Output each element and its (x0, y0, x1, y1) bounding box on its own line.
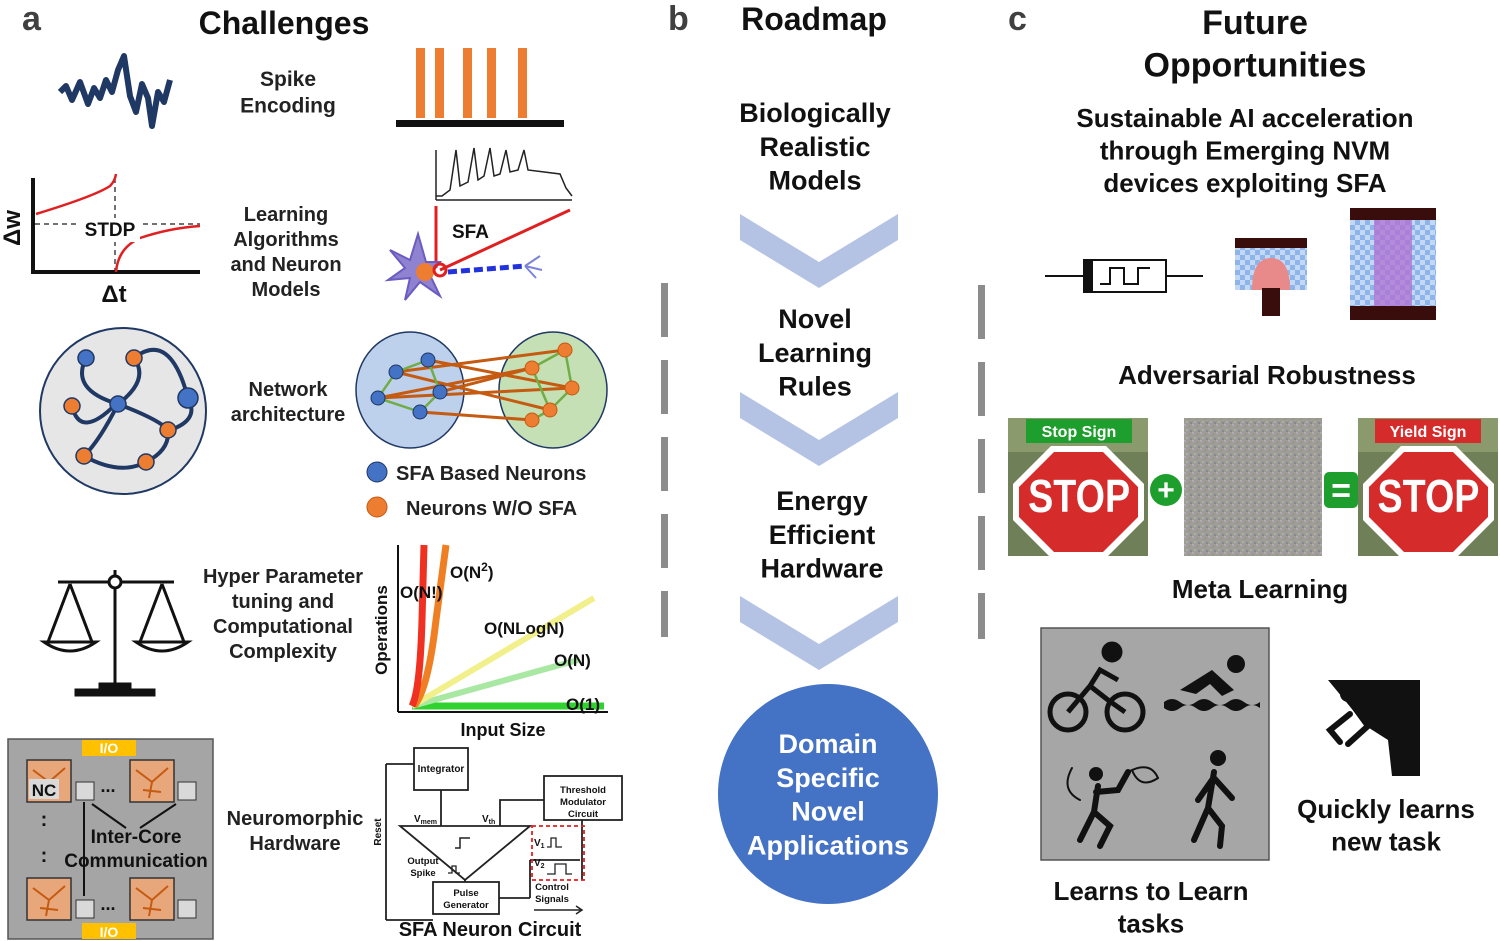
walking-icon (1191, 750, 1235, 849)
chevron-3 (740, 596, 898, 670)
xlabel-input-size: Input Size (461, 720, 546, 740)
yield-sign-label: Yield Sign (1390, 424, 1467, 441)
curve-onlogn (410, 595, 596, 709)
adversarial-label: Adversarial Robustness (1118, 360, 1416, 390)
climbing-icon (1325, 680, 1420, 776)
equals-sign: = (1331, 472, 1351, 510)
sfa-circuit (385, 747, 623, 921)
circuit-v2: V2 (534, 858, 545, 870)
stop-text-1: STOP (1028, 470, 1130, 521)
network-icon (39, 327, 207, 495)
panel-c-letter: c (1008, 0, 1027, 38)
plus-sign: + (1157, 474, 1175, 507)
vdots-left-1: : (41, 809, 48, 831)
legend-no-sfa: Neurons W/O SFA (406, 498, 577, 520)
stdp-label: STDP (85, 220, 136, 241)
sfa-neuron-icon: SFA (384, 147, 573, 301)
dt-label: Δt (101, 281, 126, 308)
circuit-integrator: Integrator (418, 764, 465, 775)
circuit-v1: V1 (534, 838, 545, 850)
gymnastics-icon (1066, 766, 1160, 849)
circuit-vth: Vth (482, 814, 495, 826)
chevron-2 (740, 392, 898, 466)
label-o-nfact: O(N!) (400, 583, 442, 602)
legend-sfa: SFA Based Neurons (396, 463, 586, 485)
swimming-icon (1164, 655, 1260, 711)
stop-sign-label: Stop Sign (1042, 424, 1117, 441)
complexity-plot: Operations Input Size O(N!) O(N2) O(NLog… (372, 544, 608, 740)
noise-image (1184, 418, 1322, 556)
circuit-caption: SFA Neuron Circuit (399, 919, 582, 941)
circuit-reset: Reset (373, 818, 384, 846)
applications-circle (718, 684, 938, 904)
label-o-n2: O(N2) (450, 560, 494, 582)
sfa-label: SFA (452, 222, 489, 243)
cycling-icon (1047, 641, 1146, 733)
analog-signal-icon (57, 53, 173, 129)
spike-train-icon (396, 48, 564, 127)
dots-top: ... (100, 776, 115, 796)
mushroom-device-icon (1235, 238, 1307, 316)
divider-right (978, 285, 985, 639)
panel-b-title: Roadmap (741, 1, 887, 37)
chevron-1 (740, 214, 898, 288)
curve-on (411, 657, 579, 709)
meta-label: Meta Learning (1172, 574, 1348, 604)
yield-sign-image: STOP Yield Sign (1358, 418, 1498, 558)
divider-left (661, 283, 668, 637)
stdp-plot: STDP Δw Δt (0, 173, 201, 308)
curve-onfact (408, 544, 428, 708)
equals-box (1324, 472, 1358, 508)
ylabel-operations: Operations (372, 585, 391, 675)
cluster-network-icon (355, 331, 608, 449)
legend-sfa-marker (366, 461, 388, 483)
column-device-icon (1350, 208, 1436, 320)
label-o-n: O(N) (554, 651, 591, 670)
plus-circle (1150, 474, 1182, 506)
legend-no-sfa-marker (366, 496, 388, 518)
label-o-1: O(1) (566, 695, 600, 714)
memristor-icon (1045, 259, 1203, 293)
panel-b-letter: b (668, 0, 689, 38)
io-top-label: I/O (100, 740, 119, 756)
stop-sign-image: STOP Stop Sign (1008, 418, 1148, 558)
neuromorphic-chip-icon: I/O I/O NC ... (7, 738, 214, 940)
balance-scale-icon (39, 570, 193, 697)
dw-label: Δw (0, 210, 26, 246)
nc-label: NC (32, 781, 57, 800)
circuit-vmem: Vmem (414, 814, 437, 826)
vdots-left-2: : (41, 845, 48, 867)
io-bottom-label: I/O (100, 924, 119, 940)
panel-a-letter: a (22, 0, 42, 38)
panel-a-title: Challenges (199, 5, 370, 41)
tasks-grid (1040, 627, 1270, 861)
label-o-nlogn: O(NLogN) (484, 619, 564, 638)
stop-text-2: STOP (1377, 470, 1479, 521)
dots-bottom: ... (100, 894, 115, 914)
